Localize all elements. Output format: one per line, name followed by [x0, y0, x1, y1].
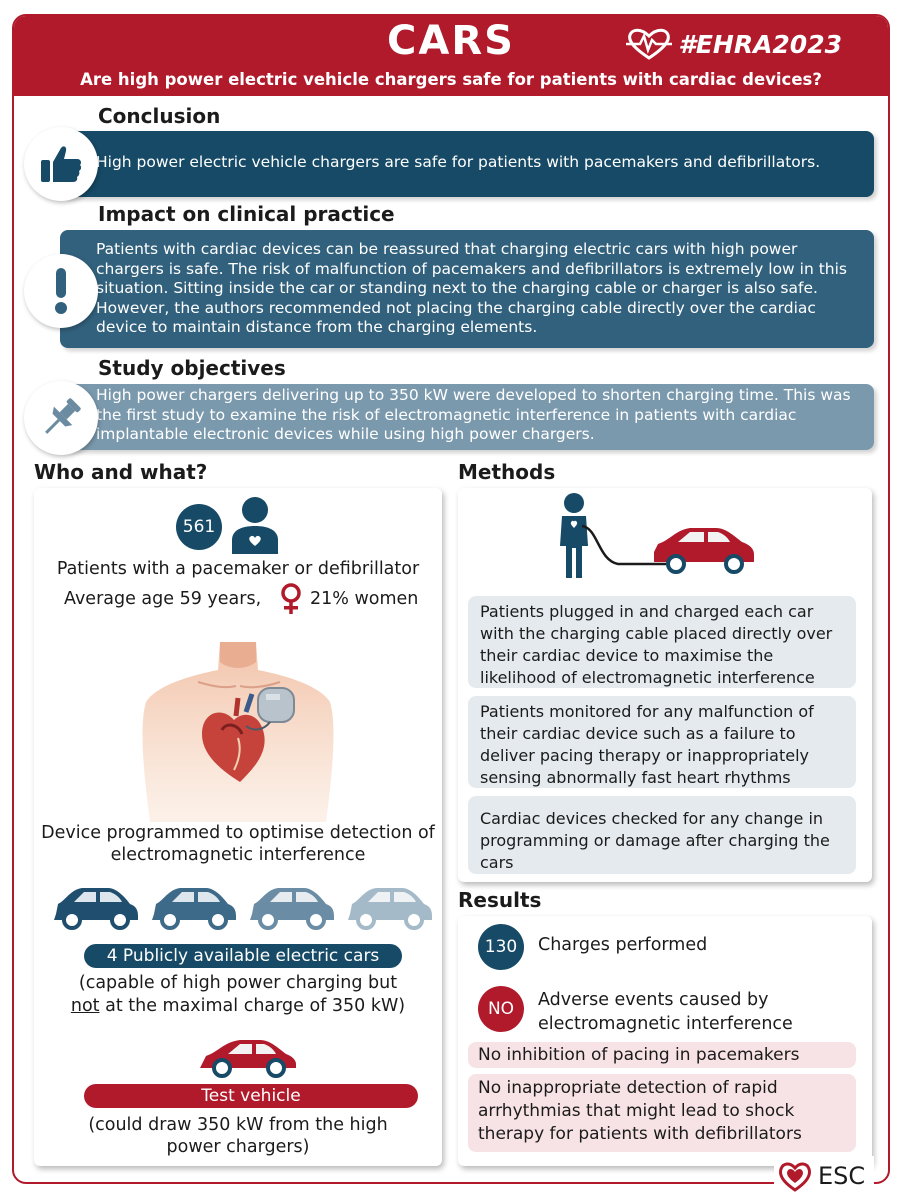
patient-count-badge: 561 [176, 504, 222, 550]
method-step-1: Patients plugged in and charged each car… [468, 596, 856, 688]
female-symbol-icon [281, 583, 301, 614]
ehra-badge: #EHRA2023 [626, 28, 842, 60]
impact-title: Impact on clinical practice [98, 202, 395, 226]
impact-icon-circle [24, 254, 98, 328]
heart-monitor-icon [626, 28, 673, 60]
cars-label-pill: 4 Publicly available electric cars [84, 944, 402, 968]
cars-note-line-1: (capable of high power charging but [78, 973, 398, 993]
methods-title: Methods [458, 460, 556, 484]
impact-band: Patients with cardiac devices can be rea… [60, 230, 874, 348]
result-finding-2-text: No inappropriate detection of rapid arrh… [478, 1078, 802, 1144]
test-vehicle-car-icon [200, 1040, 296, 1078]
method-step-3-text: Cardiac devices checked for any change i… [480, 809, 830, 872]
who-title: Who and what? [34, 460, 208, 484]
result-finding-1: No inhibition of pacing in pacemakers [468, 1042, 856, 1068]
methods-card: Patients plugged in and charged each car… [458, 488, 872, 882]
results-card: 130 Charges performed NO Adverse events … [458, 916, 872, 1166]
who-card: 561 Patients with a pacemaker or defibri… [34, 488, 442, 1166]
method-step-2-text: Patients monitored for any malfunction o… [480, 702, 814, 787]
thumbs-up-icon [41, 146, 82, 182]
cars-note-not: not [70, 996, 100, 1016]
device-programming-note: Device programmed to optimise detection … [41, 823, 435, 865]
cars-note-rest: at the maximal charge of 350 kW) [99, 996, 406, 1016]
conclusion-text: High power electric vehicle chargers are… [96, 153, 821, 171]
objectives-band: High power chargers delivering up to 350… [60, 384, 874, 450]
patient-person-icon [232, 497, 278, 554]
car-icon [250, 888, 334, 930]
objectives-icon-circle [24, 381, 98, 455]
conclusion-band: High power electric vehicle chargers are… [60, 131, 874, 197]
conclusion-title: Conclusion [98, 104, 221, 128]
women-percentage: 21% women [310, 589, 419, 609]
person-charging-car-illustration [560, 493, 754, 578]
header-banner: CARS #EHRA2023 Are high power electric v… [14, 16, 888, 96]
car-icon [54, 888, 138, 930]
method-step-3: Cardiac devices checked for any change i… [468, 796, 856, 874]
torso-with-device-illustration [142, 642, 334, 822]
no-events-badge: NO [478, 986, 524, 1032]
car-icon [152, 888, 236, 930]
results-title: Results [458, 888, 542, 912]
objectives-text: High power chargers delivering up to 350… [96, 386, 851, 443]
esc-logo: ESC [774, 1156, 874, 1196]
method-step-1-text: Patients plugged in and charged each car… [480, 602, 833, 687]
conclusion-icon-circle [24, 127, 98, 201]
test-vehicle-pill: Test vehicle [84, 1084, 418, 1108]
pushpin-icon [45, 398, 81, 434]
charges-count-badge: 130 [478, 924, 524, 970]
esc-logo-text: ESC [818, 1162, 866, 1190]
esc-heart-icon [779, 1162, 811, 1192]
patients-description: Patients with a pacemaker or defibrillat… [56, 559, 420, 579]
exclamation-icon [55, 268, 67, 314]
cars-note-line-2: not at the maximal charge of 350 kW) [34, 995, 442, 1017]
test-vehicle-note: (could draw 350 kW from the high power c… [88, 1115, 388, 1157]
infographic-frame: CARS #EHRA2023 Are high power electric v… [12, 14, 890, 1184]
adverse-events-label: Adverse events caused by electromagnetic… [538, 990, 793, 1034]
result-finding-1-text: No inhibition of pacing in pacemakers [478, 1045, 800, 1065]
page-subtitle: Are high power electric vehicle chargers… [80, 70, 822, 89]
average-age: Average age 59 years, [64, 589, 262, 609]
objectives-title: Study objectives [98, 356, 286, 380]
page-title: CARS [387, 18, 515, 64]
method-step-2: Patients monitored for any malfunction o… [468, 696, 856, 788]
charges-label: Charges performed [538, 935, 708, 955]
hashtag: #EHRA2023 [678, 29, 842, 59]
car-icon [348, 888, 432, 930]
impact-text: Patients with cardiac devices can be rea… [96, 240, 848, 336]
result-finding-2: No inappropriate detection of rapid arrh… [468, 1074, 856, 1152]
